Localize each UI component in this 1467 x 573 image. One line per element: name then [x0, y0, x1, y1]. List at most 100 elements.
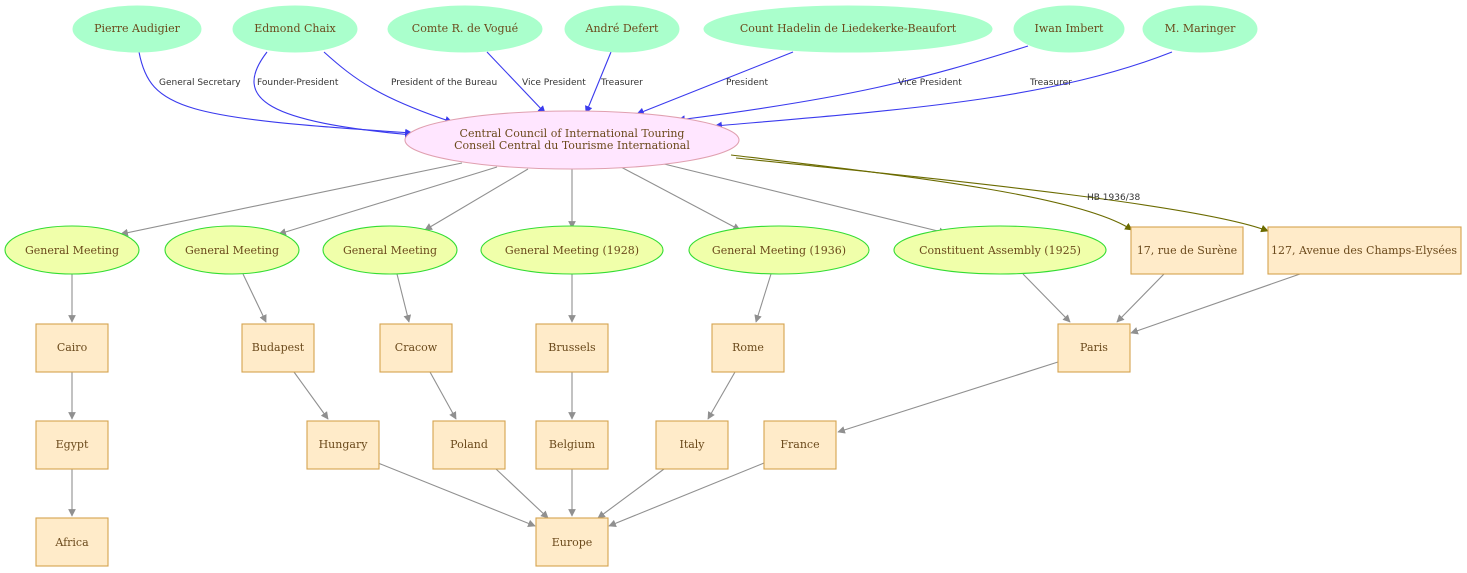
- node-pierre-audigier[interactable]: Pierre Audigier: [72, 5, 202, 53]
- node-label: France: [780, 438, 819, 451]
- node-budapest[interactable]: Budapest: [241, 323, 315, 373]
- node-edmond-chaix[interactable]: Edmond Chaix: [232, 5, 358, 53]
- node-label: General Meeting (1936): [712, 244, 846, 257]
- node-label: Count Hadelin de Liedekerke-Beaufort: [740, 22, 957, 35]
- edge-ca1925-paris: [1022, 273, 1071, 323]
- node-cracow[interactable]: Cracow: [379, 323, 453, 373]
- node-m-maringer[interactable]: M. Maringer: [1142, 5, 1258, 53]
- edge-cracow-poland: [429, 371, 457, 420]
- grey-edges: [68, 162, 1301, 527]
- edge-vogue-council-bureau: [323, 51, 453, 124]
- node-label: General Meeting: [185, 244, 279, 257]
- edge-rome-italy: [707, 371, 736, 420]
- edge-label-maringer: Treasurer: [1029, 78, 1072, 88]
- edge-council-gm1936: [620, 166, 741, 231]
- edge-label-audigier: General Secretary: [159, 78, 241, 88]
- node-label: Italy: [679, 438, 705, 451]
- edge-chaix-council: [253, 51, 413, 139]
- node-label: 17, rue de Surène: [1137, 244, 1237, 257]
- node-label: Edmond Chaix: [254, 22, 336, 35]
- node-andre-defert[interactable]: André Defert: [564, 5, 680, 53]
- node-africa[interactable]: Africa: [35, 517, 109, 567]
- person-nodes: Pierre Audigier Edmond Chaix Comte R. de…: [72, 5, 1258, 53]
- node-label: Brussels: [548, 341, 596, 354]
- edge-audigier-council: [138, 51, 413, 137]
- node-rue-de-surene[interactable]: 17, rue de Surène: [1130, 226, 1244, 275]
- node-france[interactable]: France: [763, 420, 837, 470]
- node-label: General Meeting: [25, 244, 119, 257]
- node-label: Africa: [54, 536, 89, 549]
- node-brussels[interactable]: Brussels: [535, 323, 609, 373]
- node-italy[interactable]: Italy: [655, 420, 729, 470]
- node-label: Europe: [552, 536, 593, 549]
- node-general-meeting-1928[interactable]: General Meeting (1928): [480, 225, 664, 275]
- node-poland[interactable]: Poland: [432, 420, 506, 470]
- node-label: Iwan Imbert: [1035, 22, 1104, 35]
- node-label: Comte R. de Vogué: [412, 22, 518, 35]
- node-cairo[interactable]: Cairo: [35, 323, 109, 373]
- node-label: Pierre Audigier: [94, 22, 181, 35]
- edge-gm2-budapest: [242, 273, 267, 323]
- address-edges: [730, 154, 1269, 233]
- node-central-council[interactable]: Central Council of International Touring…: [404, 110, 740, 170]
- edge-hungary-europe: [377, 462, 536, 527]
- edge-italy-europe: [597, 468, 665, 519]
- edge-gm3-cracow: [396, 273, 412, 323]
- edge-gm1936-rome: [754, 273, 772, 323]
- edge-label-defert: Treasurer: [600, 78, 643, 88]
- node-hungary[interactable]: Hungary: [306, 420, 380, 470]
- edge-maringer-council: [714, 51, 1173, 130]
- node-label: General Meeting: [343, 244, 437, 257]
- edge-labels: General Secretary Founder-President Pres…: [159, 78, 1140, 203]
- node-egypt[interactable]: Egypt: [35, 420, 109, 470]
- edge-label-vogue-vice: Vice President: [522, 78, 586, 88]
- edge-imbert-council: [677, 45, 1029, 123]
- place-nodes: 17, rue de Surène 127, Avenue des Champs…: [35, 226, 1462, 567]
- edge-council-surene: [730, 154, 1133, 231]
- edge-label-liedekerke: President: [726, 78, 768, 88]
- edge-label-imbert: Vice President: [898, 78, 962, 88]
- edge-council-gm3: [424, 168, 529, 231]
- edge-champs-paris: [1130, 273, 1301, 335]
- edge-council-gm1: [120, 162, 463, 237]
- node-comte-de-vogue[interactable]: Comte R. de Vogué: [387, 5, 543, 53]
- node-label: Hungary: [319, 438, 369, 451]
- node-label: General Meeting (1928): [505, 244, 639, 257]
- node-label: 127, Avenue des Champs-Elysées: [1271, 244, 1457, 257]
- node-rome[interactable]: Rome: [711, 323, 785, 373]
- node-label: Budapest: [252, 341, 305, 354]
- edge-liedekerke-council: [636, 51, 794, 116]
- node-label: M. Maringer: [1165, 22, 1236, 35]
- council-label-en: Central Council of International Touring: [460, 127, 685, 140]
- node-europe[interactable]: Europe: [535, 517, 609, 567]
- edge-defert-council: [585, 51, 612, 114]
- node-iwan-imbert[interactable]: Iwan Imbert: [1013, 5, 1125, 53]
- node-label: Cairo: [57, 341, 88, 354]
- edge-paris-france: [837, 361, 1059, 434]
- node-general-meeting-1936[interactable]: General Meeting (1936): [688, 225, 870, 275]
- node-general-meeting-budapest[interactable]: General Meeting: [164, 225, 300, 275]
- edge-council-ca1925: [659, 162, 947, 236]
- node-label: Paris: [1080, 341, 1108, 354]
- node-paris[interactable]: Paris: [1057, 323, 1131, 373]
- node-belgium[interactable]: Belgium: [535, 420, 609, 470]
- node-avenue-champs-elysees[interactable]: 127, Avenue des Champs-Elysées: [1267, 226, 1462, 275]
- node-label: Cracow: [395, 341, 438, 354]
- edge-label-champs: HB 1936/38: [1087, 193, 1140, 203]
- node-label: Egypt: [56, 438, 89, 451]
- node-label: Belgium: [549, 438, 596, 451]
- node-general-meeting-cracow[interactable]: General Meeting: [322, 225, 458, 275]
- edge-council-gm2: [278, 166, 498, 236]
- node-label: Rome: [732, 341, 764, 354]
- edge-vogue-council-vice: [486, 51, 546, 114]
- node-label: André Defert: [585, 22, 660, 35]
- node-label: Poland: [450, 438, 488, 451]
- council-label-fr: Conseil Central du Tourisme Internationa…: [454, 139, 690, 152]
- edge-surene-paris: [1116, 273, 1165, 323]
- node-label: Constituent Assembly (1925): [919, 244, 1081, 257]
- node-general-meeting-cairo[interactable]: General Meeting: [4, 225, 140, 275]
- node-count-liedekerke[interactable]: Count Hadelin de Liedekerke-Beaufort: [703, 5, 993, 53]
- node-constituent-assembly-1925[interactable]: Constituent Assembly (1925): [893, 225, 1107, 275]
- edge-label-vogue-bureau: President of the Bureau: [391, 78, 497, 88]
